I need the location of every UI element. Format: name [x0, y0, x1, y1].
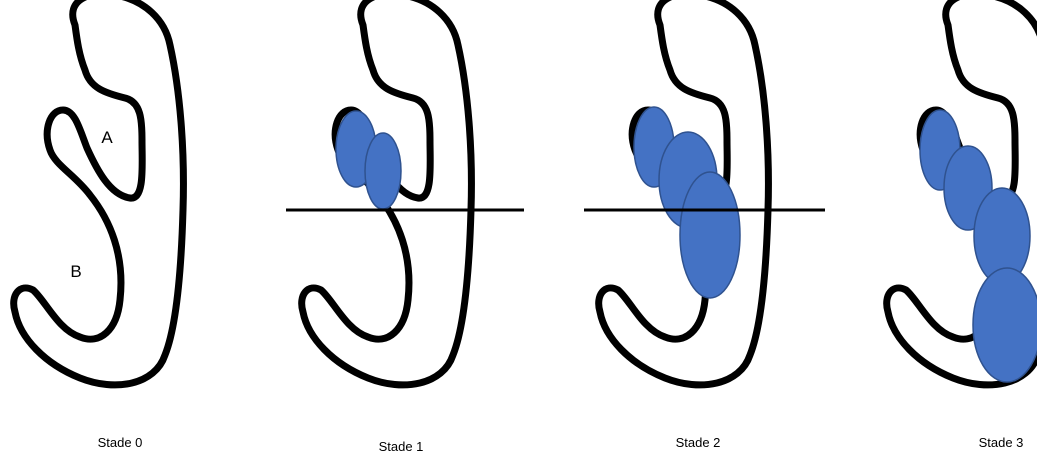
stage-caption-1: Stade 1 [379, 439, 424, 454]
stage-caption-2: Stade 2 [676, 435, 721, 450]
stage-caption-0: Stade 0 [98, 435, 143, 450]
stage-0-panel: A B Stade 0 [14, 0, 184, 450]
label-a: A [101, 128, 113, 147]
lesion-stage-3-d [973, 268, 1037, 382]
stage-1-panel: Stade 1 [286, 0, 524, 454]
stage-3-panel: Stade 3 [887, 0, 1037, 450]
label-b: B [70, 262, 81, 281]
organ-outline-stage-0 [14, 0, 184, 385]
stage-2-panel: Stade 2 [584, 0, 825, 450]
stage-caption-3: Stade 3 [979, 435, 1024, 450]
lesion-stage-2-c [680, 172, 740, 298]
lesion-stage-1-b [365, 133, 401, 209]
